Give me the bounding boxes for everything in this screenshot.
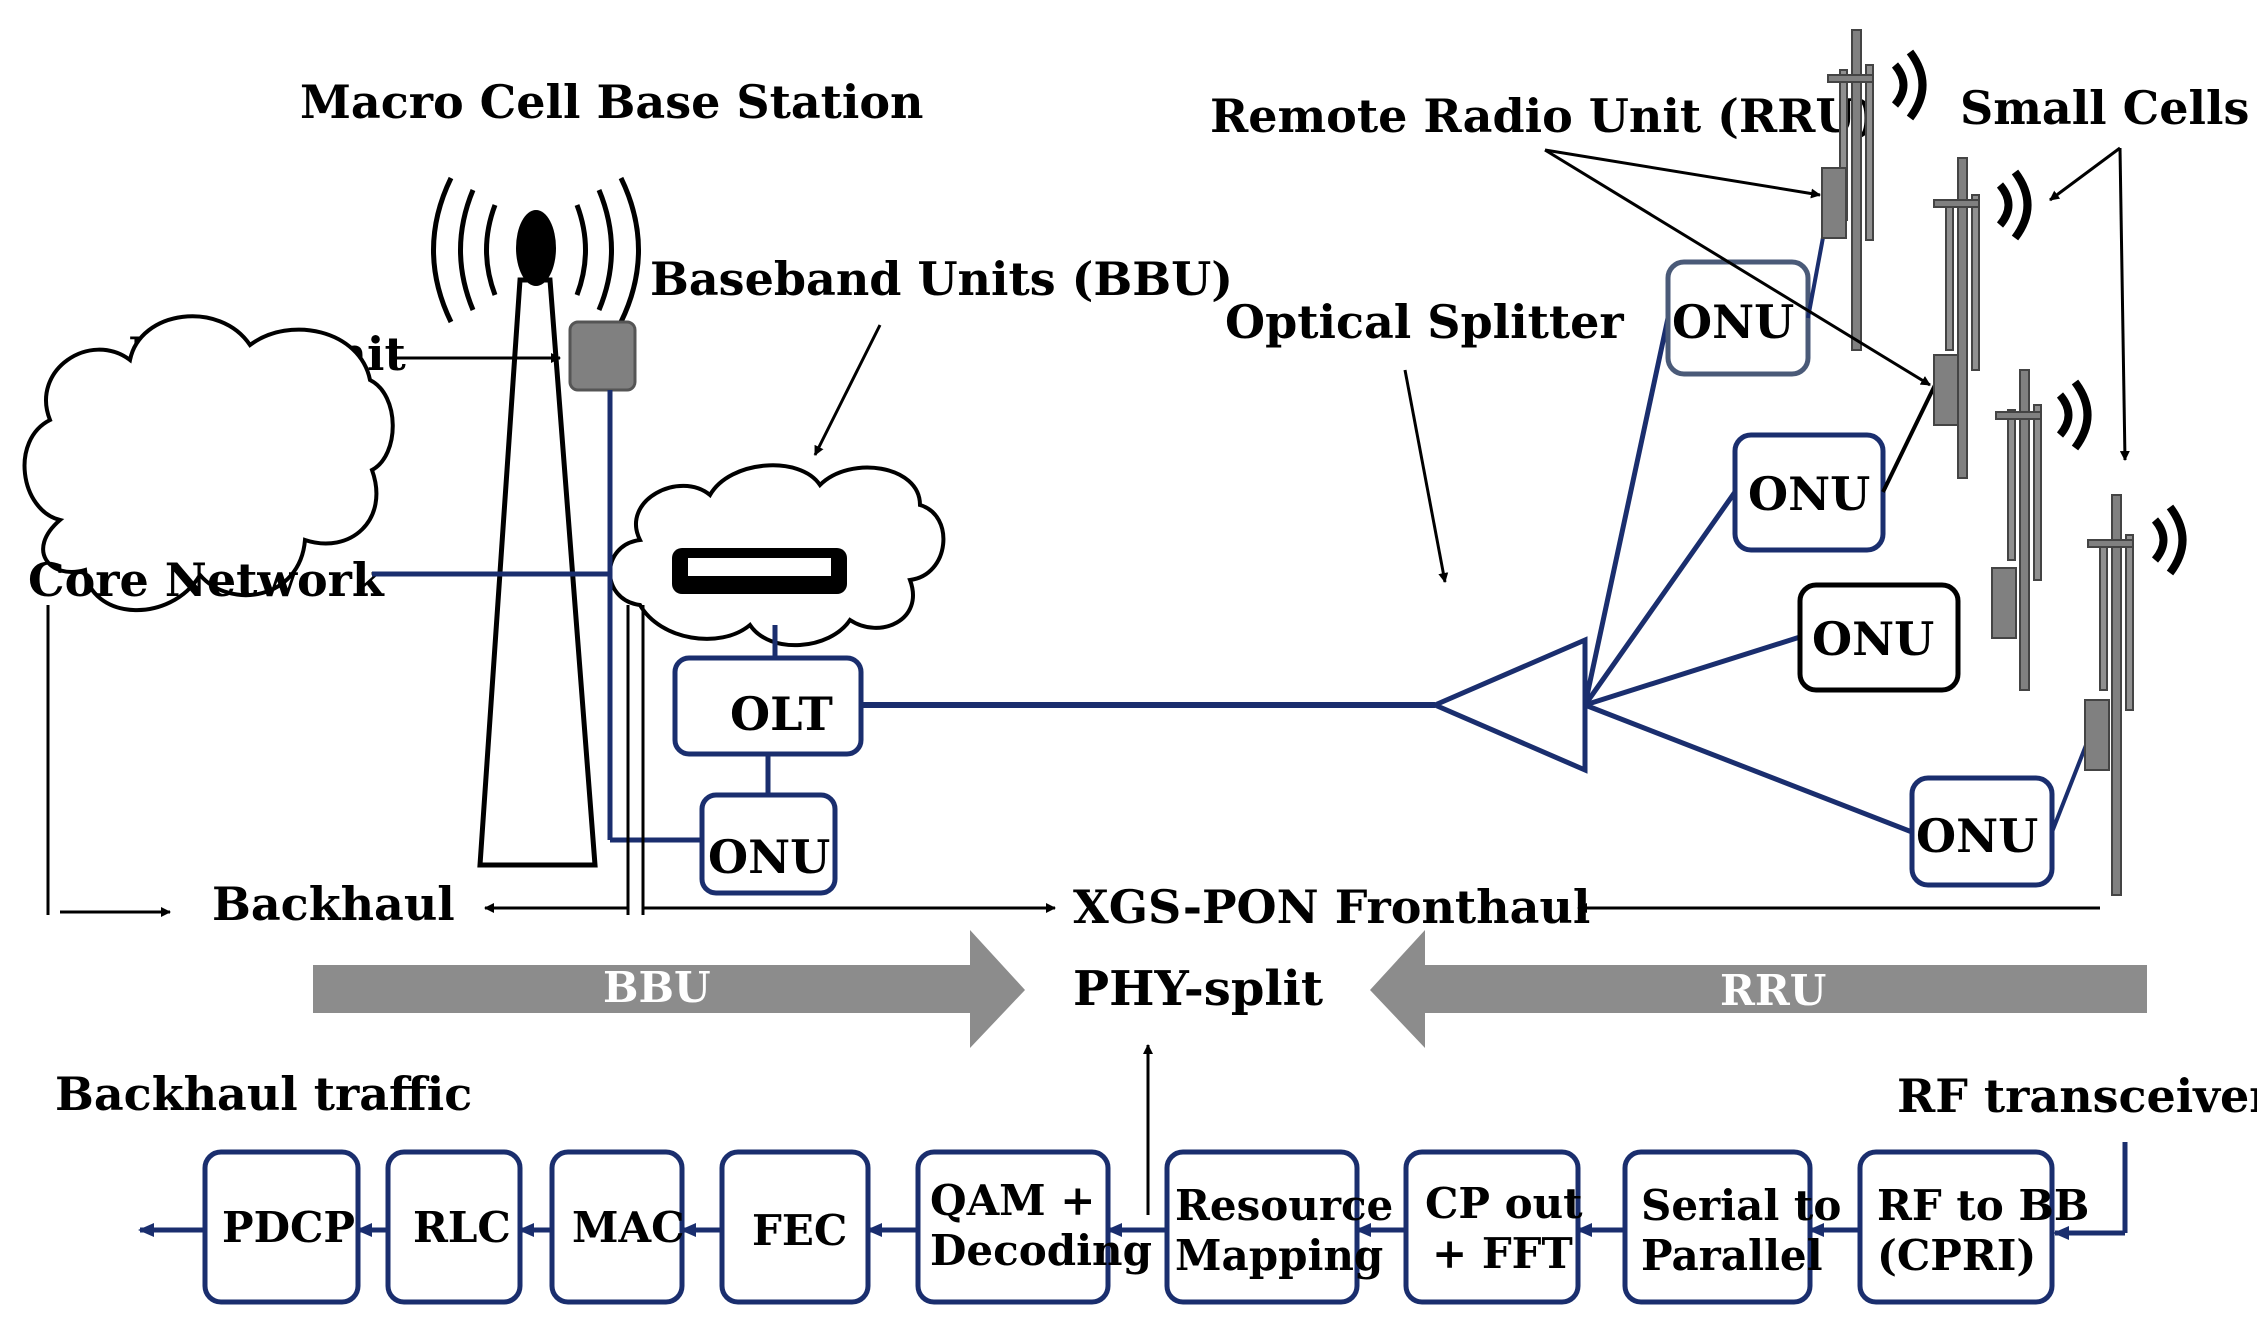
- svg-text:Serial to: Serial to: [1641, 1181, 1841, 1230]
- rru-arrow-label: RRU: [1720, 966, 1826, 1015]
- bbu-arrow-label: BBU: [603, 963, 711, 1012]
- onu-1-label: ONU: [1672, 295, 1794, 349]
- macro-cell-label: Macro Cell Base Station: [300, 75, 924, 129]
- rf-transceiver-label: RF transceiver: [1897, 1069, 2257, 1123]
- svg-text:FEC: FEC: [752, 1206, 847, 1255]
- small-cell-antenna-1: [1821, 29, 1927, 351]
- chain-mac: MAC: [549, 1149, 685, 1305]
- chain-rlc: RLC: [385, 1149, 523, 1305]
- macro-tower: [431, 176, 641, 868]
- svg-text:Resource: Resource: [1175, 1181, 1393, 1230]
- onu-4-label: ONU: [1916, 809, 2038, 863]
- core-network-cloud: [22, 314, 395, 612]
- svg-text:QAM +: QAM +: [930, 1176, 1095, 1225]
- fronthaul-label: XGS-PON Fronthaul: [1073, 880, 1590, 934]
- small-cell-antenna-2: [1933, 157, 2032, 479]
- phy-split-label: PHY-split: [1073, 961, 1323, 1017]
- chain-qam-decoding: QAM + Decoding: [915, 1149, 1152, 1305]
- backhaul-label: Backhaul: [212, 877, 455, 931]
- svg-text:CP out: CP out: [1425, 1179, 1583, 1228]
- chain-cp-out-fft: CP out + FFT: [1403, 1149, 1583, 1305]
- onu-macro-label: ONU: [708, 830, 830, 884]
- optical-splitter: [1428, 636, 1588, 774]
- small-cell-antenna-4: [2084, 494, 2187, 896]
- svg-text:RF to BB: RF to BB: [1877, 1181, 2089, 1230]
- svg-text:PDCP: PDCP: [222, 1203, 355, 1252]
- svg-text:Decoding: Decoding: [930, 1226, 1152, 1275]
- optical-splitter-label: Optical Splitter: [1225, 295, 1624, 349]
- chain-fec: FEC: [719, 1149, 871, 1305]
- svg-text:Parallel: Parallel: [1641, 1231, 1823, 1280]
- rru-label: Remote Radio Unit (RRU): [1210, 89, 1877, 143]
- chain-resource-mapping: Resource Mapping: [1164, 1149, 1393, 1305]
- svg-text:MAC: MAC: [572, 1203, 685, 1252]
- svg-text:RLC: RLC: [413, 1203, 511, 1252]
- chain-pdcp: PDCP: [202, 1149, 361, 1305]
- onu-macro-box: [699, 792, 838, 896]
- svg-text:+ FFT: + FFT: [1432, 1229, 1573, 1278]
- chain-serial-to-parallel: Serial to Parallel: [1622, 1149, 1841, 1305]
- radio-unit-box: [568, 320, 637, 392]
- core-network-label: Core Network: [28, 553, 385, 607]
- onu-3-box: [1797, 582, 1961, 693]
- svg-text:Mapping: Mapping: [1175, 1231, 1383, 1280]
- olt-label: OLT: [730, 687, 833, 741]
- onu-2-box: [1732, 432, 1886, 553]
- small-cells-label: Small Cells: [1960, 81, 2249, 135]
- bbu-arrow: [313, 930, 1025, 1048]
- small-cell-antenna-3: [1991, 369, 2092, 691]
- backhaul-traffic-label: Backhaul traffic: [55, 1067, 472, 1121]
- bbu-label: Baseband Units (BBU): [650, 252, 1233, 306]
- rru-arrow: [1370, 930, 2147, 1048]
- chain-rf-to-bb: RF to BB (CPRI): [1857, 1149, 2089, 1305]
- svg-text:(CPRI): (CPRI): [1877, 1231, 2036, 1280]
- onu-3-label: ONU: [1812, 612, 1934, 666]
- onu-2-label: ONU: [1748, 467, 1870, 521]
